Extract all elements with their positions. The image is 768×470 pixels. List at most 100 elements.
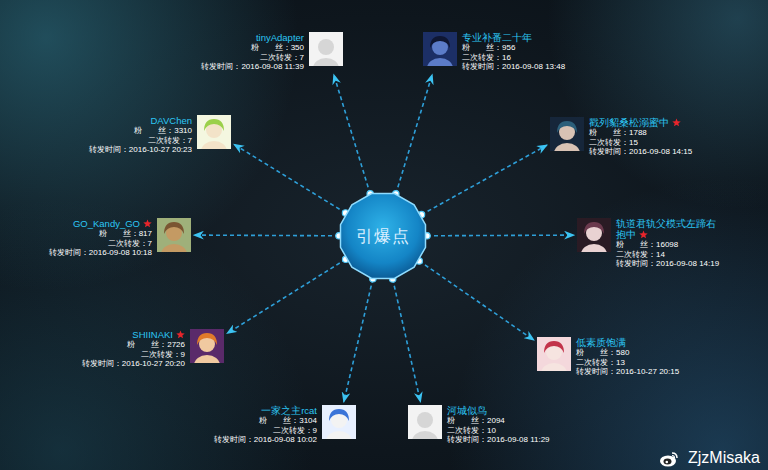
repost-count: 二次转发：10: [447, 426, 496, 435]
fan-count: 粉 丝：580: [576, 348, 629, 357]
user-node: 低素质饱满粉 丝：580二次转发：13转发时间：2016-10-27 20:15: [537, 337, 679, 377]
text-row: 转发时间：2016-09-08 14:15: [589, 147, 692, 157]
text-row: 粉 丝：16098: [616, 240, 724, 250]
avatar-body: [313, 58, 339, 66]
text-row: 转发时间：2016-09-08 11:39: [201, 62, 304, 72]
dashed-arrow: [396, 75, 432, 194]
avatar-body: [554, 143, 580, 151]
text-row: DAVChen: [89, 115, 192, 126]
text-row: 轨道君轨父模式左蹄右抱中: [616, 218, 724, 240]
user-name: 河城似鸟: [447, 405, 487, 416]
user-node: tinyAdapter粉 丝：350二次转发：7转发时间：2016-09-08 …: [201, 32, 343, 72]
user-node: 戳列貂桑松溺蜜中粉 丝：1788二次转发：15转发时间：2016-09-08 1…: [550, 117, 692, 157]
text-row: 二次转发：16: [462, 53, 565, 63]
repost-time: 转发时间：2016-10-27 20:23: [89, 145, 192, 154]
fan-count: 粉 丝：1788: [589, 128, 647, 137]
star-shape: [639, 230, 647, 238]
weibo-icon: [660, 453, 677, 467]
repost-time: 转发时间：2016-09-08 13:48: [462, 62, 565, 71]
avatar: [408, 405, 442, 439]
text-row: 粉 丝：817: [49, 229, 152, 239]
avatar: [577, 218, 611, 252]
user-name: 专业补番二十年: [462, 32, 532, 43]
repost-count: 二次转发：9: [141, 350, 185, 359]
dashed-arrow: [427, 234, 574, 236]
star-icon: [176, 330, 185, 339]
text-row: 转发时间：2016-09-08 13:48: [462, 62, 565, 72]
text-row: 二次转发：10: [447, 426, 550, 436]
avatar-hair: [544, 341, 564, 353]
text-row: tinyAdapter: [201, 32, 304, 43]
repost-time: 转发时间：2016-09-08 11:29: [447, 435, 550, 444]
star-shape: [672, 118, 680, 126]
text-row: 低素质饱满: [576, 337, 679, 348]
user-info: 低素质饱满粉 丝：580二次转发：13转发时间：2016-10-27 20:15: [576, 337, 679, 377]
repost-count: 二次转发：15: [589, 138, 638, 147]
text-row: 二次转发：14: [616, 250, 724, 260]
avatar-body: [161, 244, 187, 252]
watermark: ZjzMisaka: [688, 449, 760, 467]
user-info: 一家之主rcat粉 丝：3104二次转发：9转发时间：2016-09-08 10…: [214, 405, 317, 445]
avatar-body: [427, 58, 453, 66]
avatar-body: [194, 355, 220, 363]
fan-count: 粉 丝：2094: [447, 416, 505, 425]
repost-count: 二次转发：14: [616, 250, 665, 259]
avatar-hair: [197, 333, 217, 345]
text-row: 粉 丝：2094: [447, 416, 550, 426]
text-row: 二次转发：7: [49, 239, 152, 249]
repost-count: 二次转发：13: [576, 358, 625, 367]
avatar-hair: [204, 119, 224, 131]
avatar-body: [412, 431, 438, 439]
text-row: 专业补番二十年: [462, 32, 565, 43]
dashed-arrow: [234, 144, 346, 213]
user-info: 河城似鸟粉 丝：2094二次转发：10转发时间：2016-09-08 11:29: [447, 405, 550, 445]
text-row: 转发时间：2016-10-27 20:23: [89, 145, 192, 155]
text-row: 一家之主rcat: [214, 405, 317, 416]
text-row: 粉 丝：956: [462, 43, 565, 53]
avatar: [157, 218, 191, 252]
text-row: 粉 丝：3104: [214, 416, 317, 426]
avatar-body: [326, 431, 352, 439]
user-node: 河城似鸟粉 丝：2094二次转发：10转发时间：2016-09-08 11:29: [408, 405, 550, 445]
text-row: GO_Kandy_GO: [49, 218, 152, 229]
user-name: tinyAdapter: [256, 32, 304, 43]
avatar: [197, 115, 231, 149]
user-name: SHIINAKI: [132, 329, 173, 340]
text-row: 转发时间：2016-10-27 20:15: [576, 367, 679, 377]
connectors: [194, 75, 574, 403]
hub-outline: [340, 193, 425, 278]
repost-time: 转发时间：2016-10-27 20:15: [576, 367, 679, 376]
user-name: 轨道君轨父模式左蹄右抱中: [616, 218, 716, 240]
dashed-arrow: [419, 261, 534, 340]
text-row: 转发时间：2016-09-08 10:02: [214, 435, 317, 445]
avatar-body: [541, 363, 567, 371]
user-info: 轨道君轨父模式左蹄右抱中粉 丝：16098二次转发：14转发时间：2016-09…: [616, 218, 724, 269]
text-row: 转发时间：2016-09-08 14:19: [616, 259, 724, 269]
avatar-body: [581, 244, 607, 252]
avatar-hair: [164, 222, 184, 234]
user-name: 一家之主rcat: [261, 405, 317, 416]
text-row: 粉 丝：350: [201, 43, 304, 53]
user-node: 专业补番二十年粉 丝：956二次转发：16转发时间：2016-09-08 13:…: [423, 32, 565, 72]
user-info: DAVChen粉 丝：3310二次转发：7转发时间：2016-10-27 20:…: [89, 115, 192, 155]
avatar: [537, 337, 571, 371]
text-row: 粉 丝：3310: [89, 126, 192, 136]
dashed-arrow: [334, 75, 370, 194]
repost-count: 二次转发：9: [273, 426, 317, 435]
text-row: 粉 丝：580: [576, 348, 679, 358]
fan-count: 粉 丝：350: [251, 43, 304, 52]
repost-time: 转发时间：2016-09-08 14:19: [616, 259, 719, 268]
repost-count: 二次转发：7: [148, 136, 192, 145]
user-info: 专业补番二十年粉 丝：956二次转发：16转发时间：2016-09-08 13:…: [462, 32, 565, 72]
text-row: 二次转发：9: [82, 350, 185, 360]
dashed-arrow: [194, 234, 339, 236]
fan-count: 粉 丝：817: [99, 229, 152, 238]
text-row: 二次转发：15: [589, 138, 692, 148]
user-info: GO_Kandy_GO粉 丝：817二次转发：7转发时间：2016-09-08 …: [49, 218, 152, 258]
avatar: [190, 329, 224, 363]
user-name: DAVChen: [150, 115, 192, 126]
repost-count: 二次转发：16: [462, 53, 511, 62]
text-row: SHIINAKI: [82, 329, 185, 340]
user-name: GO_Kandy_GO: [73, 218, 140, 229]
